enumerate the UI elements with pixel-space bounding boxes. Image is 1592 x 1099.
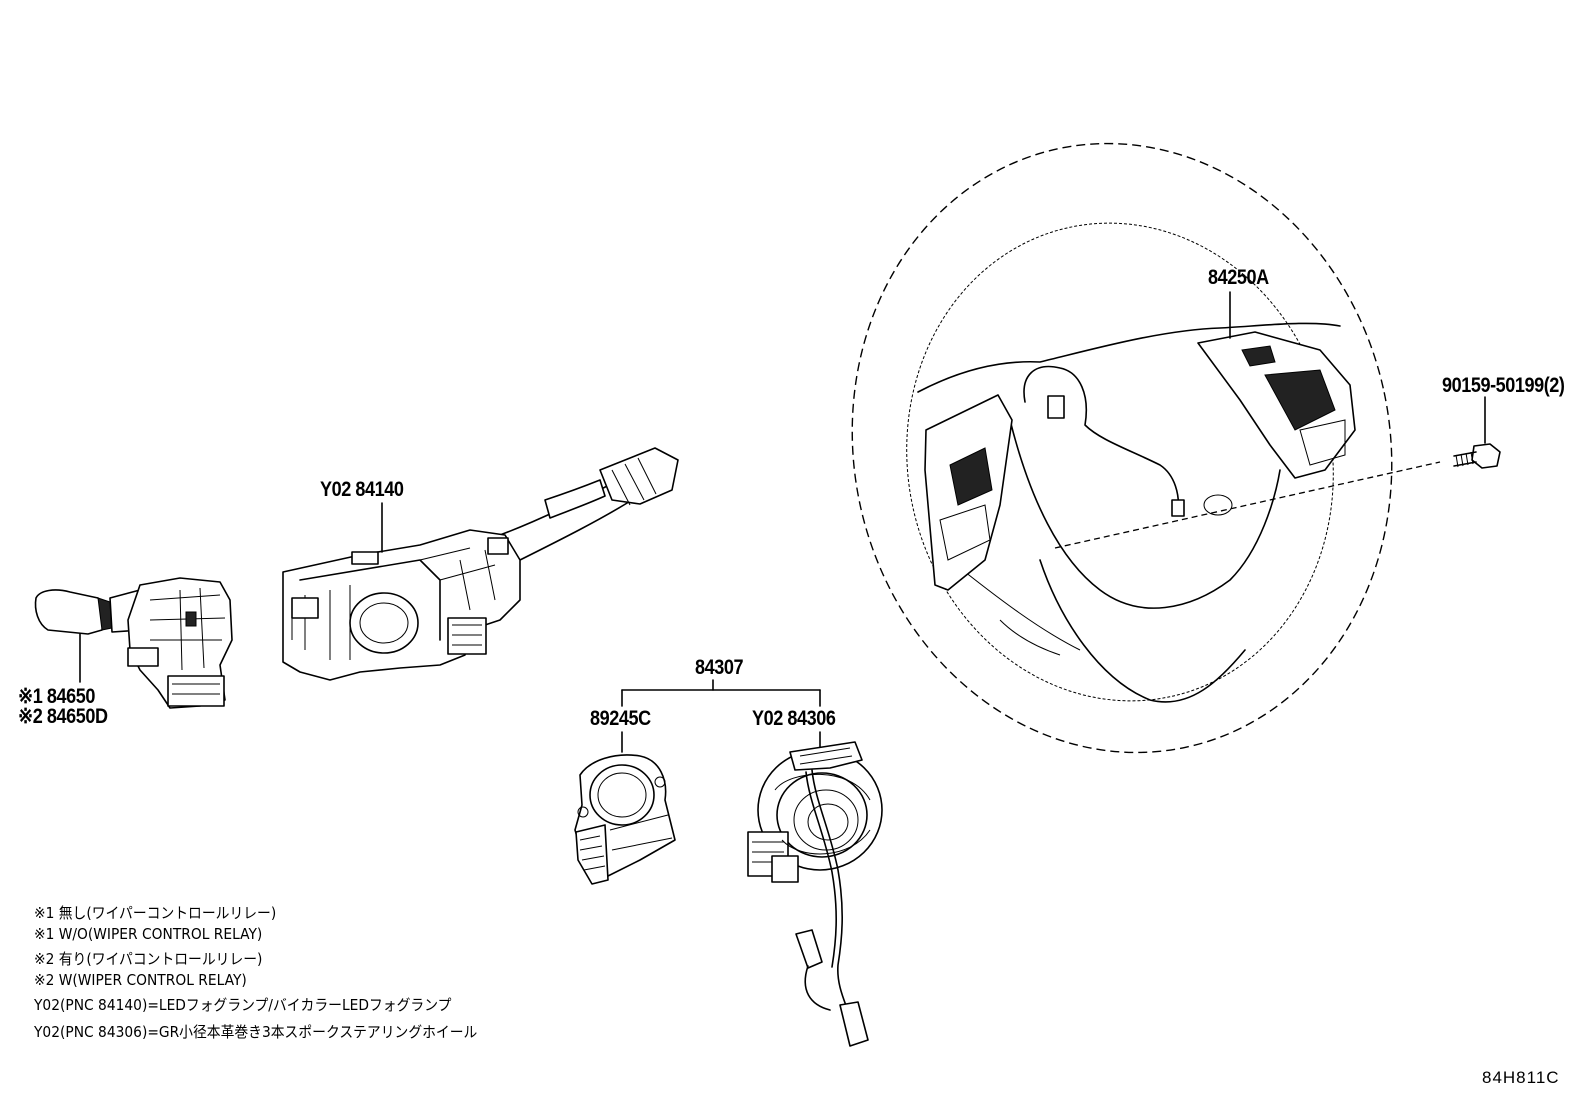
part-number-steering-sensor[interactable]: 89245C [590, 707, 651, 730]
steering-wheel-illustration [851, 142, 1441, 754]
illustration-code: 84H811C [1482, 1068, 1560, 1087]
part-number-turn-switch[interactable]: Y02 84140 [320, 478, 404, 501]
footnote-2-en: ※2 W(WIPER CONTROL RELAY) [34, 971, 247, 989]
wiper-switch-illustration [34, 577, 233, 709]
part-number-spiral-cable-assy[interactable]: 84307 [695, 656, 744, 679]
footnote-2-jp: ※2 有り(ワイパコントロールリレー) [34, 950, 263, 968]
leader-bracket-84307 [621, 679, 821, 707]
footnote-1-en: ※1 W/O(WIPER CONTROL RELAY) [34, 925, 263, 943]
footnote-y02-84306: Y02(PNC 84306)=GR小径本革巻き3本スポークステアリングホイール [34, 1023, 478, 1041]
part-number-wiper-switch-1[interactable]: ※1 84650 [18, 685, 95, 708]
footnote-1-jp: ※1 無し(ワイパーコントロールリレー) [34, 904, 277, 922]
bolt-illustration [1453, 396, 1501, 469]
part-number-steering-switch[interactable]: 84250A [1208, 266, 1269, 289]
part-number-bolt[interactable]: 90159-50199(2) [1442, 374, 1565, 397]
turn-signal-switch-illustration [282, 447, 679, 681]
spiral-cable-illustration [747, 731, 883, 1047]
part-number-spiral-cable[interactable]: Y02 84306 [752, 707, 836, 730]
part-number-wiper-switch-2[interactable]: ※2 84650D [18, 705, 108, 728]
footnote-y02-84140: Y02(PNC 84140)=LEDフォグランプ/バイカラーLEDフォグランプ [34, 996, 452, 1014]
steering-sensor-illustration [574, 731, 676, 885]
